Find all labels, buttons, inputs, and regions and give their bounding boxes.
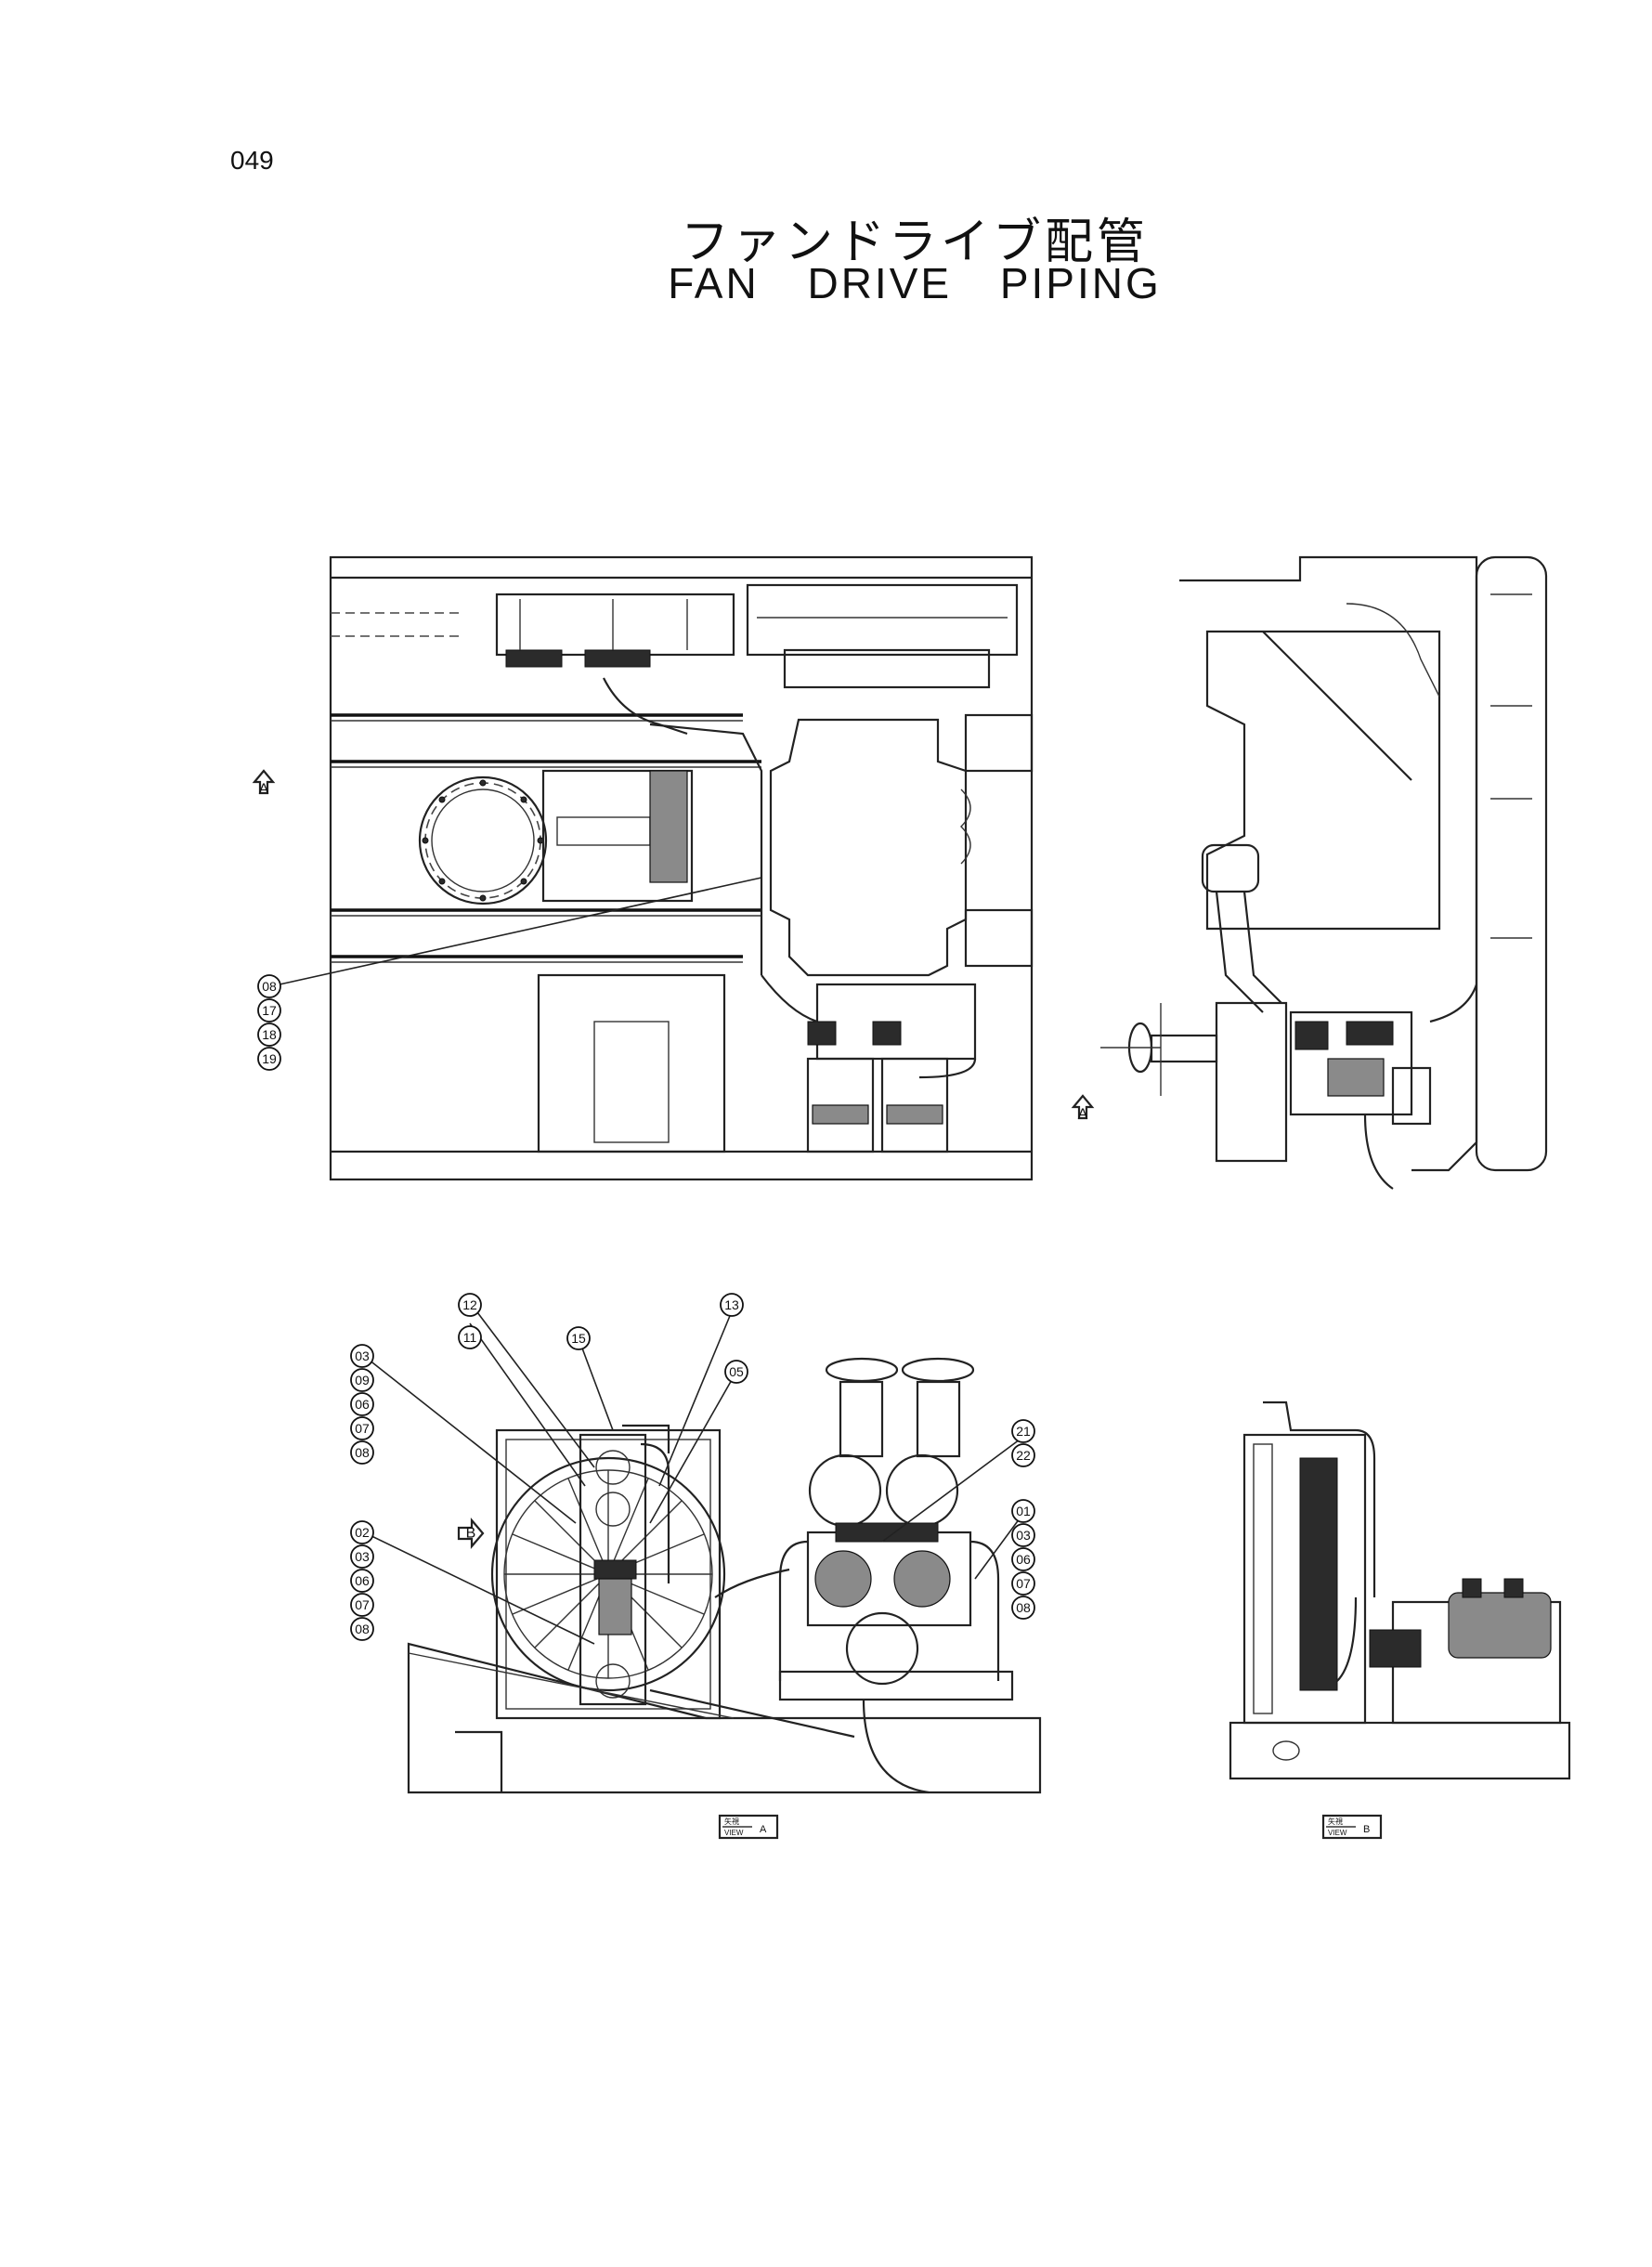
- callout-balloon: 11: [463, 1330, 477, 1345]
- callout-balloon: 08: [1016, 1600, 1031, 1615]
- view-a-drawing: B: [363, 1304, 1042, 1794]
- view-a-en: VIEW: [724, 1829, 744, 1837]
- view-a-arrow-label: A: [259, 782, 269, 798]
- callout-balloon: 06: [355, 1573, 370, 1588]
- view-a-jp: 矢視: [724, 1817, 739, 1826]
- callout-top-row: 12 11 15 13 05: [458, 1293, 748, 1384]
- pump-assembly: [778, 1357, 1014, 1794]
- callout-balloon: 03: [1016, 1528, 1031, 1543]
- callout-balloon: 03: [355, 1549, 370, 1564]
- callout-balloon: 15: [571, 1331, 586, 1346]
- callout-balloon: 07: [355, 1597, 370, 1612]
- callout-balloon: 07: [1016, 1576, 1031, 1591]
- callout-balloon: 09: [355, 1373, 370, 1388]
- callout-balloon: 08: [262, 979, 277, 994]
- plan-view: A: [252, 555, 1034, 1181]
- callout-balloon: 06: [1016, 1552, 1031, 1567]
- callout-stack-01-08: 01 03 06 07 08: [1011, 1499, 1035, 1620]
- view-b-arrow-label: B: [466, 1526, 476, 1542]
- view-a-label: 矢視 VIEW A: [718, 1814, 779, 1840]
- callout-balloon: 06: [355, 1397, 370, 1412]
- side-view: A: [1071, 555, 1548, 1190]
- view-b-label: 矢視 VIEW B: [1321, 1814, 1383, 1840]
- callout-balloon: 12: [462, 1297, 477, 1312]
- view-b-en: VIEW: [1328, 1829, 1347, 1837]
- view-a-arrow-label-right: A: [1078, 1107, 1088, 1123]
- view-a-letter: A: [760, 1824, 767, 1835]
- callout-balloon: 21: [1016, 1424, 1031, 1439]
- callout-stack-03-08: 03 09 06 07 08: [350, 1344, 374, 1465]
- callout-balloon: 01: [1016, 1504, 1031, 1518]
- callout-stack-21-22: 21 22: [1011, 1419, 1035, 1467]
- page-number: 049: [230, 146, 274, 175]
- callout-balloon: 17: [262, 1003, 277, 1018]
- callout-balloon: 02: [355, 1525, 370, 1540]
- view-b-drawing: [1229, 1401, 1571, 1780]
- callout-balloon: 22: [1016, 1448, 1031, 1463]
- view-b-letter: B: [1363, 1824, 1370, 1835]
- callout-stack-02-08: 02 03 06 07 08: [350, 1520, 374, 1641]
- callout-balloon: 18: [262, 1027, 277, 1042]
- view-b-jp: 矢視: [1328, 1817, 1343, 1826]
- callout-balloon: 19: [262, 1051, 277, 1066]
- title-english: FAN DRIVE PIPING: [668, 259, 1162, 307]
- callout-balloon: 07: [355, 1421, 370, 1436]
- callout-balloon: 08: [355, 1622, 370, 1636]
- callout-balloon: 08: [355, 1445, 370, 1460]
- callout-balloon: 03: [355, 1348, 370, 1363]
- callout-balloon: 13: [724, 1297, 739, 1312]
- callout-stack-08-19: 08 17 18 19: [257, 974, 281, 1071]
- callout-balloon: 05: [729, 1364, 744, 1379]
- title-japanese: ファンドライブ配管: [680, 215, 1149, 270]
